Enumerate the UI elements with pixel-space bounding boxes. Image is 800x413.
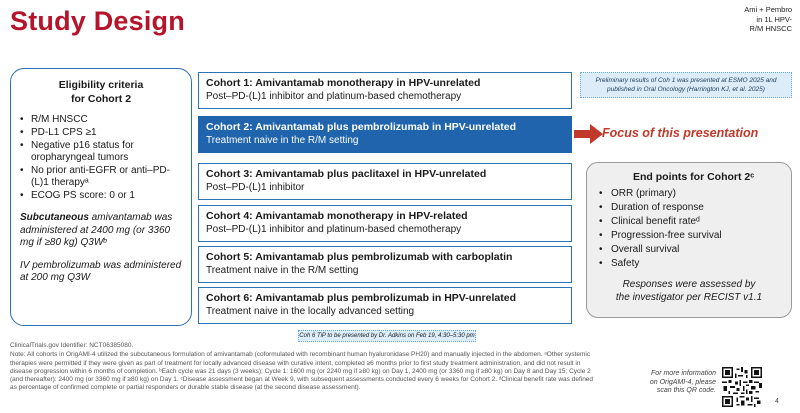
footnote-text: Note: All cohorts in OrigAMI-4 utilized …: [10, 351, 594, 392]
cohort-subtitle: Post–PD-(L)1 inhibitor: [206, 182, 305, 193]
cohort-title: Cohort 5: Amivantamab plus pembrolizumab…: [206, 251, 513, 263]
cohort-title: Cohort 2: Amivantamab plus pembrolizumab…: [206, 121, 516, 133]
cohort-4-box: Cohort 4: Amivantamab monotherapy in HPV…: [198, 205, 572, 242]
endpoints-list: ORR (primary) Duration of response Clini…: [599, 187, 779, 271]
more-info-text: For more information on OrigAMI-4, pleas…: [649, 370, 716, 394]
cohort-6-box: Cohort 6: Amivantamab plus pembrolizumab…: [198, 287, 572, 324]
eligibility-item: R/M HNSCC: [20, 114, 182, 126]
endpoints-box: End points for Cohort 2ᶜ ORR (primary) D…: [586, 162, 792, 318]
prelim-results-note: Preliminary results of Coh 1 was present…: [580, 72, 792, 98]
endpoint-item: Duration of response: [599, 201, 779, 215]
cohort-subtitle: Treatment naive in the locally advanced …: [206, 306, 415, 317]
iv-dosing-note: IV pembrolizumab was administered at 200…: [20, 259, 182, 284]
cohort-3-box: Cohort 3: Amivantamab plus paclitaxel in…: [198, 163, 572, 200]
cohort-title: Cohort 3: Amivantamab plus paclitaxel in…: [206, 168, 487, 180]
eligibility-item: Negative p16 status for oropharyngeal tu…: [20, 140, 182, 164]
endpoint-item: Clinical benefit rateᵈ: [599, 215, 779, 229]
slide-title: Study Design: [10, 6, 185, 36]
footnotes: ClinicalTrials.gov Identifier: NCT063850…: [10, 342, 600, 394]
cohort-subtitle: Treatment naive in the R/M setting: [206, 265, 359, 276]
focus-label: Focus of this presentation: [602, 126, 759, 140]
tip-presentation-note: Coh 6 TiP to be presented by Dr. Adkins …: [298, 330, 476, 342]
endpoint-item: Overall survival: [599, 243, 779, 257]
cohort-2-box: Cohort 2: Amivantamab plus pembrolizumab…: [198, 116, 572, 153]
endpoints-note: Responses were assessed by the investiga…: [615, 279, 763, 303]
eligibility-title: Eligibility criteria for Cohort 2: [58, 79, 144, 105]
cohort-subtitle: Treatment naive in the R/M setting: [206, 135, 359, 146]
eligibility-box: Eligibility criteria for Cohort 2 R/M HN…: [10, 68, 192, 326]
subq-label: Subcutaneous: [20, 212, 89, 223]
endpoint-item: Safety: [599, 257, 779, 271]
slide-topic-label: Ami + Pembro in 1L HPV- R/M HNSCC: [744, 5, 792, 33]
cohort-5-box: Cohort 5: Amivantamab plus pembrolizumab…: [198, 246, 572, 283]
eligibility-list: R/M HNSCC PD-L1 CPS ≥1 Negative p16 stat…: [20, 114, 182, 202]
endpoint-item: ORR (primary): [599, 187, 779, 201]
endpoint-item: Progression-free survival: [599, 229, 779, 243]
cohort-1-box: Cohort 1: Amivantamab monotherapy in HPV…: [198, 72, 572, 109]
eligibility-item: PD-L1 CPS ≥1: [20, 127, 182, 139]
arrow-right-icon: [574, 124, 603, 144]
cohort-title: Cohort 1: Amivantamab monotherapy in HPV…: [206, 77, 481, 89]
subq-dosing-text: amivantamab was administered at 2400 mg …: [20, 212, 173, 248]
eligibility-item: No prior anti-EGFR or anti–PD-(L)1 thera…: [20, 165, 182, 189]
cohort-title: Cohort 4: Amivantamab monotherapy in HPV…: [206, 210, 468, 222]
qr-code-icon[interactable]: [722, 367, 762, 407]
subq-dosing-note: Subcutaneous amivantamab was administere…: [20, 212, 182, 250]
page-number: 4: [775, 398, 779, 405]
trial-identifier: ClinicalTrials.gov Identifier: NCT063850…: [10, 342, 134, 349]
cohort-subtitle: Post–PD-(L)1 inhibitor and platinum-base…: [206, 224, 462, 235]
eligibility-item: ECOG PS score: 0 or 1: [20, 190, 182, 202]
cohort-subtitle: Post–PD-(L)1 inhibitor and platinum-base…: [206, 91, 462, 102]
cohort-title: Cohort 6: Amivantamab plus pembrolizumab…: [206, 292, 516, 304]
endpoints-title: End points for Cohort 2ᶜ: [633, 171, 755, 183]
